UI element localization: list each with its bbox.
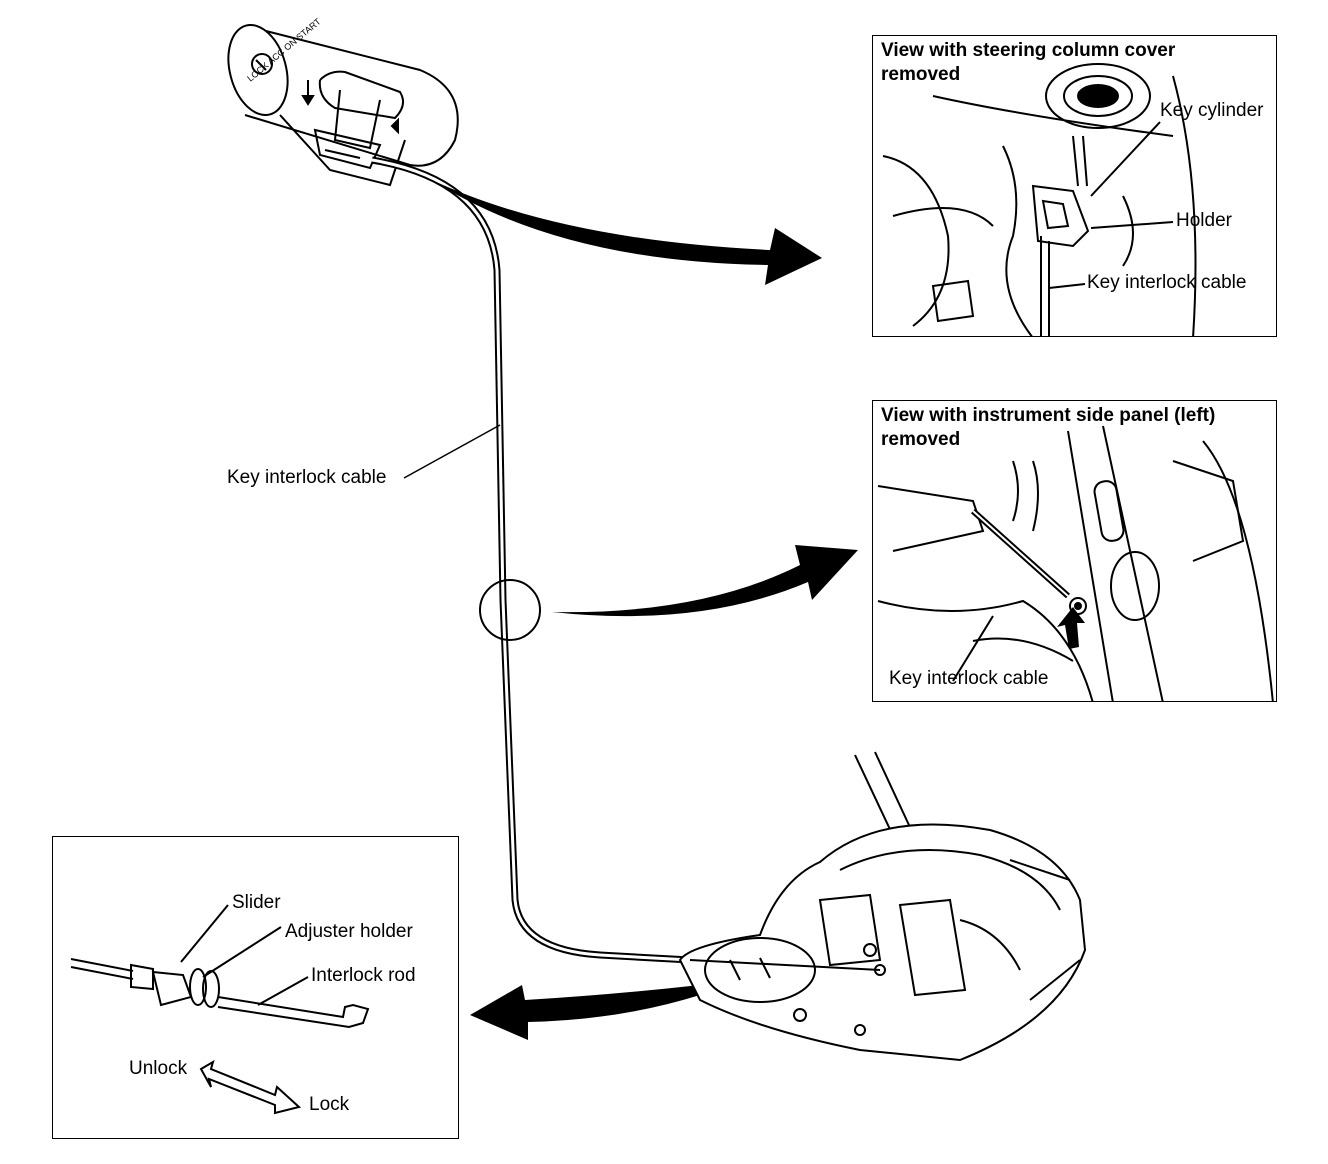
instrument-side-panel-view-panel: View with instrument side panel (left) r… (872, 400, 1277, 702)
lock-label: Lock (309, 1094, 350, 1115)
cable-detail-circle (479, 579, 541, 641)
steering-key-interlock-cable-label: Key interlock cable (1087, 272, 1247, 293)
instrument-view-title: View with instrument side panel (left) r… (881, 405, 1216, 450)
key-interlock-cable-label: Key interlock cable (227, 467, 387, 488)
adjuster-holder-label: Adjuster holder (285, 921, 413, 942)
instrument-key-interlock-cable-label: Key interlock cable (889, 668, 1049, 689)
key-cylinder-drawing (227, 23, 459, 187)
key-cylinder-label: Key cylinder (1160, 100, 1264, 121)
steering-view-title: View with steering column cover removed (881, 40, 1176, 85)
arrow-to-instrument-view (552, 545, 858, 617)
shifter-assembly-drawing (678, 751, 1087, 1062)
unlock-lock-double-arrow (199, 1059, 302, 1115)
instrument-side-view-drawing (877, 425, 1274, 701)
steering-column-view-drawing (882, 63, 1197, 336)
arrow-to-steering-view (432, 180, 822, 285)
slider-label: Slider (232, 892, 281, 913)
arrow-to-adjuster-view (470, 985, 700, 1040)
steering-column-view-panel: View with steering column cover removed … (872, 35, 1277, 337)
holder-label: Holder (1176, 210, 1232, 231)
interlock-rod-label: Interlock rod (311, 965, 416, 986)
instrument-pointer-arrow (1057, 607, 1085, 649)
adjuster-detail-drawing (70, 904, 370, 1115)
unlock-label: Unlock (129, 1058, 188, 1079)
adjuster-detail-panel: Slider Adjuster holder Interlock rod Unl… (52, 836, 459, 1139)
